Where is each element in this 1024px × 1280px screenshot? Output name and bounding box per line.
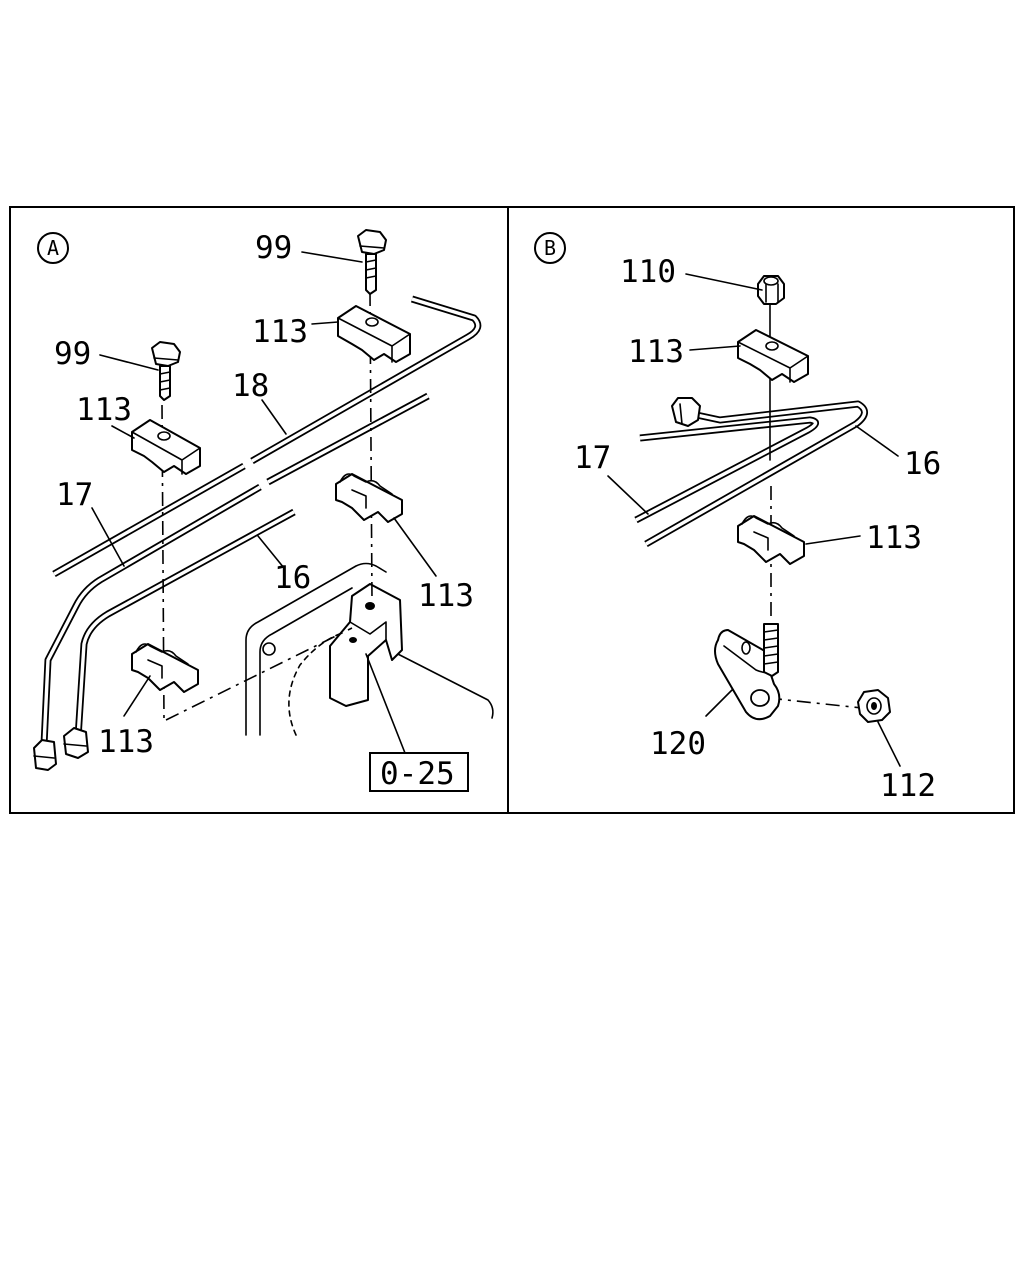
- panel-b-marker: B: [534, 232, 566, 264]
- nut-112: [857, 689, 891, 723]
- leader-113-bottom: [123, 675, 151, 717]
- pipe-17-b: [634, 416, 819, 524]
- label-120: 120: [650, 726, 706, 762]
- reference-box-label: 0-25: [380, 756, 455, 792]
- clamp-113-bottom: [131, 643, 199, 693]
- leader-99-top: [301, 251, 363, 263]
- bracket-120: [714, 623, 781, 721]
- pipe-16-b: [644, 400, 868, 548]
- fitting-right: [63, 727, 89, 759]
- label-112: 112: [880, 768, 936, 804]
- label-16: 16: [274, 560, 311, 596]
- frame-bracket: [329, 583, 403, 707]
- label-113-left: 113: [76, 392, 132, 428]
- nut-110: [757, 275, 785, 305]
- pipe-17: [40, 392, 430, 746]
- label-113-right: 113: [418, 578, 474, 614]
- leader-113-right: [393, 517, 437, 577]
- clamp-113-b-top: [737, 329, 809, 383]
- panel-a: A: [33, 229, 494, 792]
- leader-110: [685, 273, 763, 291]
- bolt-99-top: [357, 229, 387, 295]
- label-113-bottom: 113: [98, 724, 154, 760]
- leader-reference: [365, 653, 406, 754]
- panel-b: B: [534, 232, 941, 804]
- clamp-113-right: [335, 473, 403, 523]
- pipe-18: [52, 295, 482, 578]
- clamp-113-top: [337, 305, 411, 363]
- label-17-b: 17: [574, 440, 611, 476]
- diagram-frame: [9, 206, 1015, 814]
- panel-a-marker-letter: A: [47, 236, 59, 260]
- leader-113-left: [111, 425, 135, 439]
- leader-99-left: [99, 354, 159, 371]
- label-17: 17: [56, 477, 93, 513]
- label-99-top: 99: [255, 230, 292, 266]
- label-16-b: 16: [904, 446, 941, 482]
- label-99-left: 99: [54, 336, 91, 372]
- leader-18: [261, 399, 287, 435]
- label-113-top: 113: [252, 314, 308, 350]
- leader-113-top: [311, 321, 339, 325]
- leader-113-b-lower: [805, 535, 861, 545]
- label-113-b-lower: 113: [866, 520, 922, 556]
- leader-16-b: [855, 425, 899, 457]
- label-113-b-top: 113: [628, 334, 684, 370]
- panel-a-marker: A: [37, 232, 69, 264]
- leader-17: [91, 507, 125, 567]
- bolt-99-left: [151, 341, 181, 401]
- label-110: 110: [620, 254, 676, 290]
- clamp-113-b-lower: [737, 515, 805, 565]
- leader-113-b-top: [689, 345, 741, 351]
- clamp-113-left: [131, 419, 201, 475]
- leader-16: [257, 535, 285, 569]
- assembly-line-b-nut: [767, 697, 863, 709]
- pipe-16: [74, 508, 296, 739]
- fitting-left: [33, 739, 57, 771]
- fitting-b: [671, 397, 701, 427]
- reference-box-frame: [369, 752, 469, 792]
- panel-b-marker-letter: B: [544, 236, 556, 260]
- leader-17-b: [607, 475, 649, 515]
- assembly-line-bottom: [165, 627, 353, 721]
- leader-120: [705, 689, 733, 717]
- leader-112: [877, 721, 901, 767]
- label-18: 18: [232, 368, 269, 404]
